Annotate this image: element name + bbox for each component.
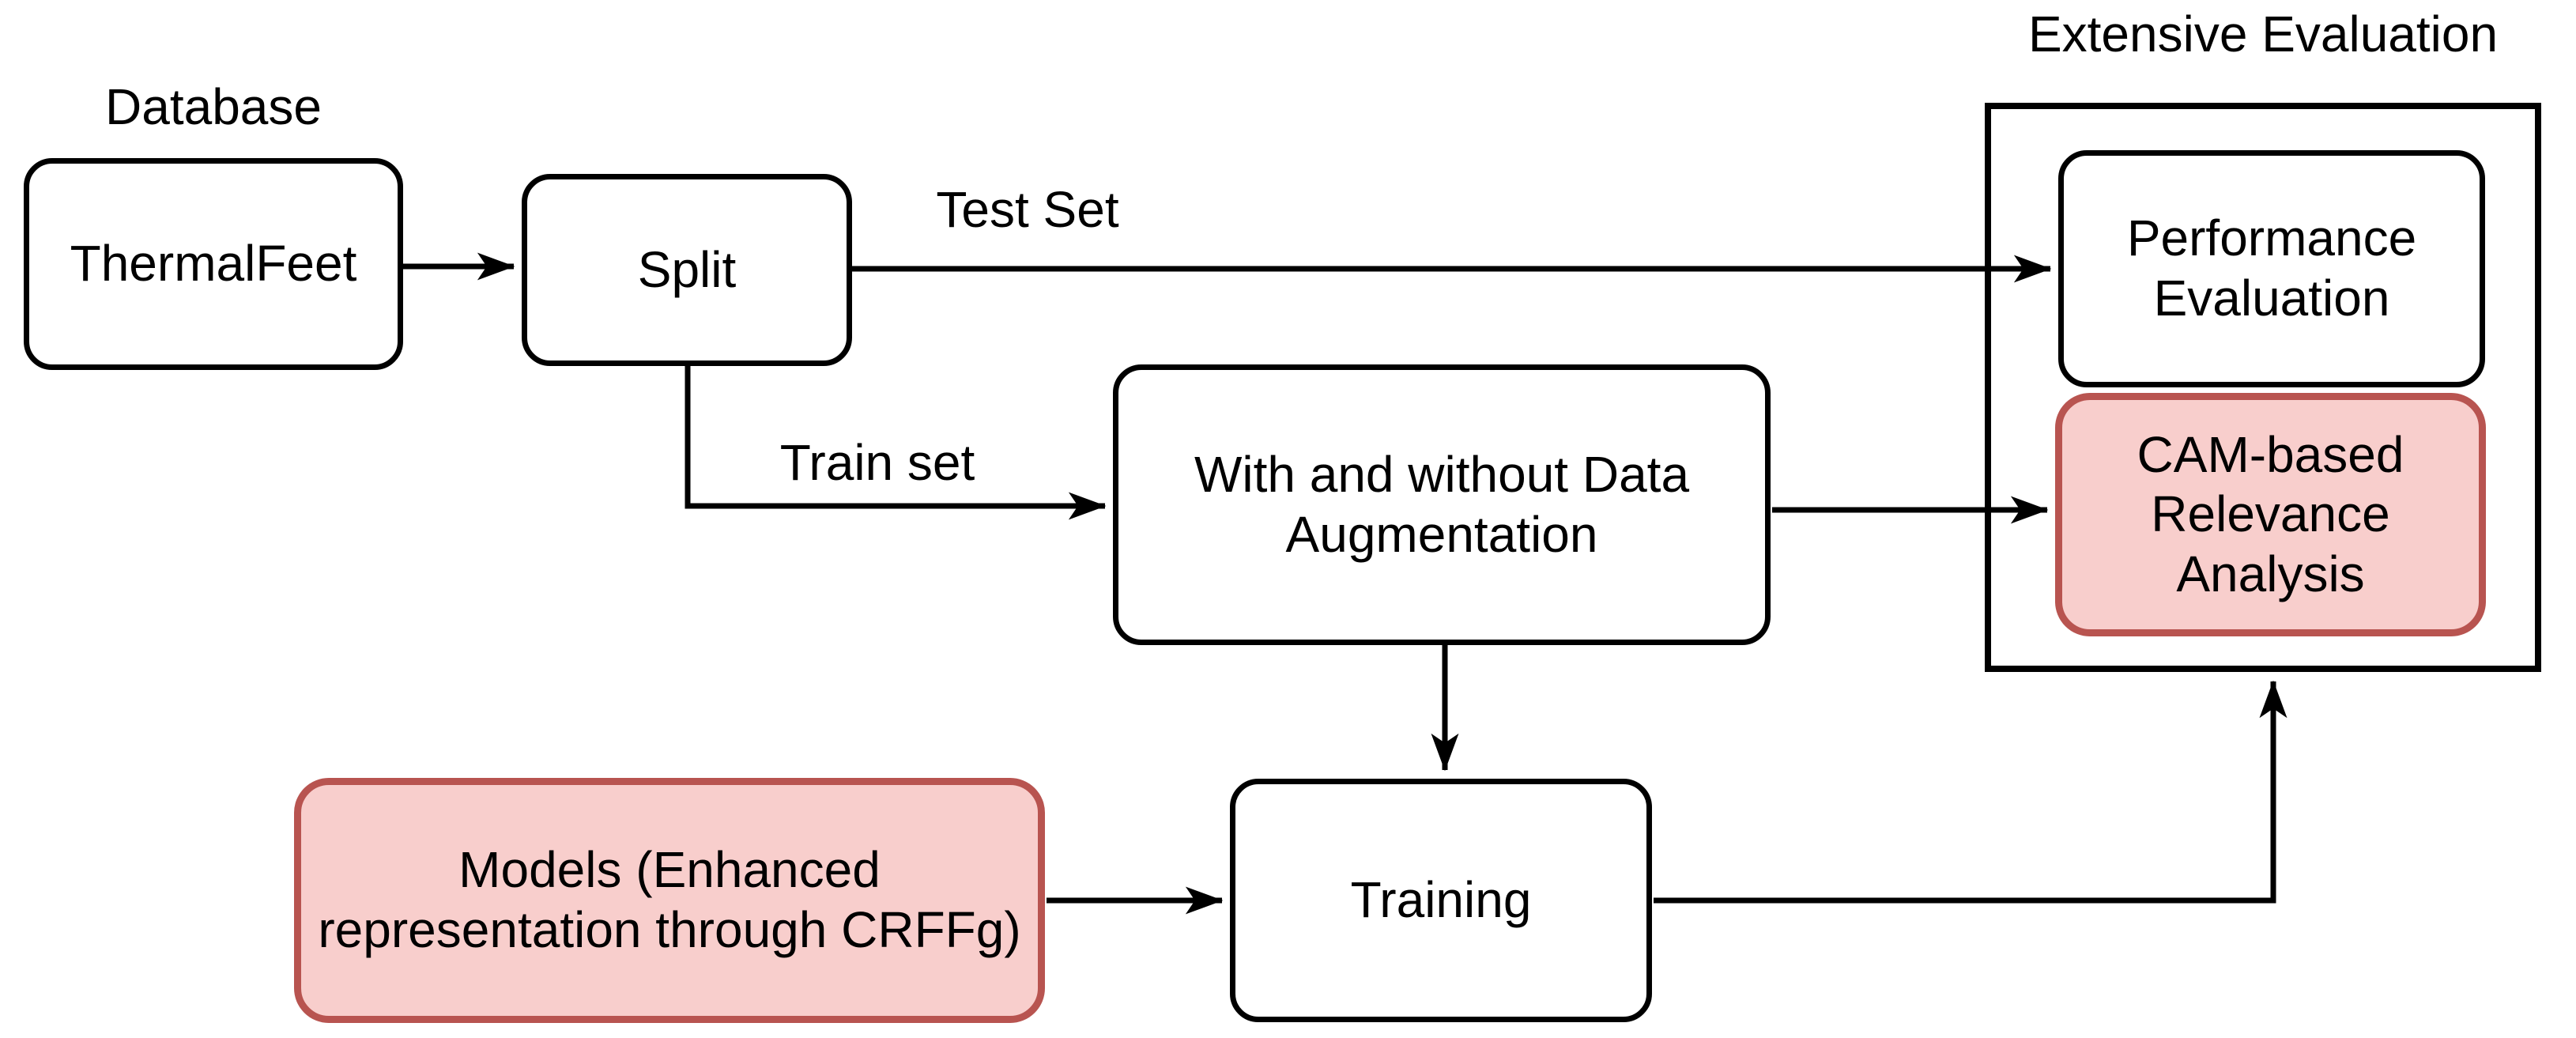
edge-split-to-augmentation-train-set <box>685 364 1107 520</box>
database-group-label: Database <box>105 78 322 135</box>
edge-training-to-extensive-evaluation <box>1654 680 2287 904</box>
extensive-evaluation-group-box <box>1985 103 2541 672</box>
extensive-evaluation-group-label: Extensive Evaluation <box>2027 6 2499 62</box>
node-cam-relevance-analysis: CAM-based Relevance Analysis <box>2055 393 2486 636</box>
train-set-edge-label: Train set <box>779 434 975 491</box>
node-split: Split <box>522 174 852 366</box>
node-training: Training <box>1230 779 1652 1022</box>
node-thermalfeet: ThermalFeet <box>24 158 403 370</box>
node-performance-evaluation: Performance Evaluation <box>2058 150 2485 387</box>
node-models-crffg: Models (Enhanced representation through … <box>294 778 1045 1023</box>
node-data-augmentation: With and without Data Augmentation <box>1113 364 1771 645</box>
test-set-edge-label: Test Set <box>936 181 1119 238</box>
